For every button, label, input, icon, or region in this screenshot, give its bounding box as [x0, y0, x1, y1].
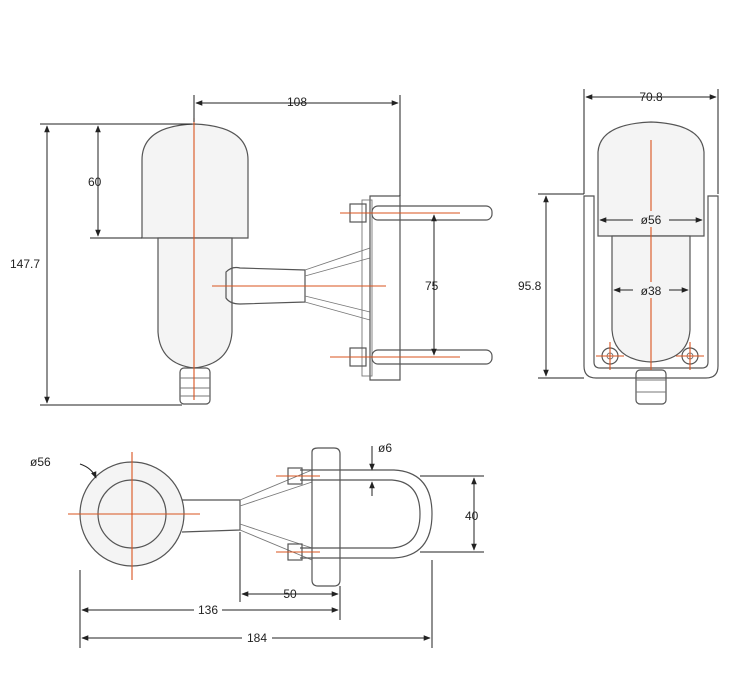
side-dome [141, 123, 249, 239]
dim-label-bolt-spacing-side: 75 [425, 279, 439, 293]
front-bracket-frame [583, 195, 719, 379]
dim-label-overall-height: 147.7 [10, 257, 40, 271]
dim-label-width-to-bracket: 108 [287, 95, 307, 109]
dim-label-front-width: 70.8 [639, 90, 663, 104]
dim-label-overall-length: 184 [247, 631, 267, 645]
dim-label-length-to-bracket: 136 [198, 603, 218, 617]
dim-label-dome-height: 60 [88, 175, 102, 189]
front-cable-gland [635, 369, 667, 405]
top-ubolt-inner [300, 479, 421, 549]
side-cable-gland [179, 367, 211, 405]
dim-label-bracket-offset: 50 [283, 587, 297, 601]
front-view: 70.8 95.8 ø56 ø38 [518, 89, 719, 405]
dim-label-bolt-spacing-top: 40 [465, 509, 479, 523]
top-strut [239, 469, 313, 561]
side-bracket-plate [369, 195, 401, 381]
top-ubolt-outer [300, 469, 433, 559]
side-bracket-flange [361, 199, 373, 377]
dim-label-bg [633, 282, 669, 298]
top-bracket-plate [311, 447, 341, 587]
dim-label-bolt-diameter: ø6 [378, 441, 392, 455]
dim-label-bg [633, 211, 669, 227]
dim-label-bg [242, 630, 272, 645]
dim-label-dome-diameter: ø56 [641, 213, 662, 227]
side-strut [304, 247, 371, 321]
dim-label-body-diameter: ø38 [641, 284, 662, 298]
side-body [157, 237, 233, 369]
top-arm [181, 499, 241, 533]
dim-leader-d56-top [79, 463, 97, 479]
side-view: 108 147.7 60 75 [10, 95, 493, 406]
dim-label-bg [194, 602, 222, 617]
dim-label-front-height: 95.8 [518, 279, 542, 293]
dim-label-top-diameter: ø56 [30, 455, 51, 469]
top-view: ø56 ø6 40 50 136 184 [30, 441, 484, 648]
